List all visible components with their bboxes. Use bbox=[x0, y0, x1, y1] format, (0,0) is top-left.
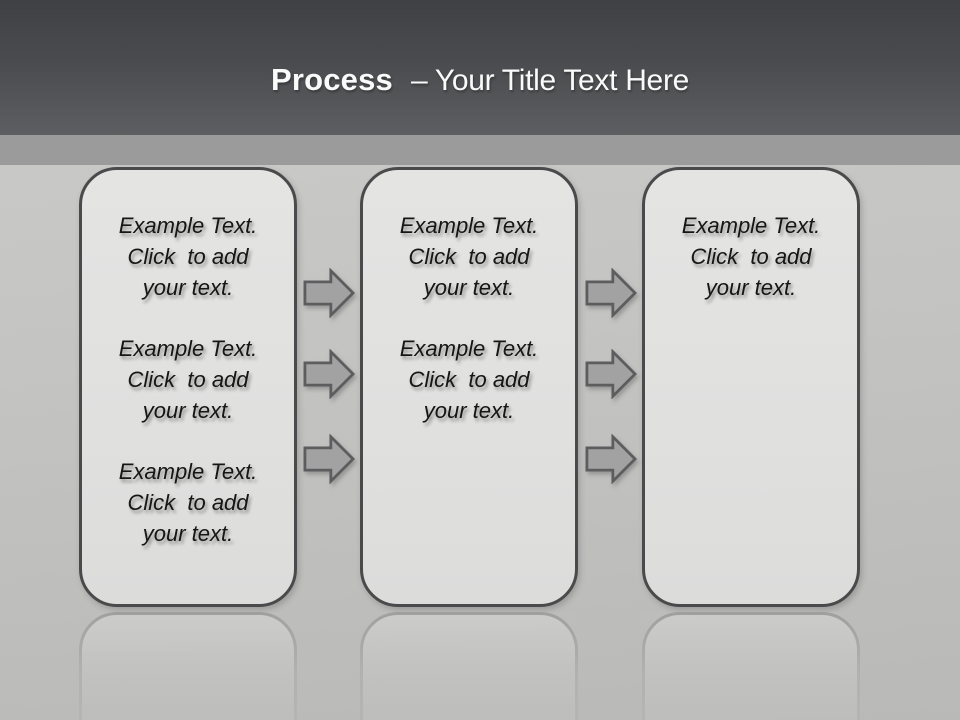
box-reflection bbox=[642, 612, 860, 720]
box-reflection bbox=[79, 612, 297, 720]
flow-arrow-icon[interactable] bbox=[303, 434, 355, 484]
slide-title-keyword: Process bbox=[270, 61, 393, 97]
flow-arrow-icon[interactable] bbox=[303, 268, 355, 318]
process-box-2[interactable]: Example Text. Click to add your text. Ex… bbox=[360, 167, 578, 607]
flow-arrow-icon[interactable] bbox=[585, 434, 637, 484]
process-box-3[interactable]: Example Text. Click to add your text. bbox=[642, 167, 860, 607]
text-placeholder[interactable]: Example Text. Click to add your text. bbox=[118, 213, 258, 300]
flow-arrow-icon[interactable] bbox=[585, 349, 637, 399]
process-box-1[interactable]: Example Text. Click to add your text. Ex… bbox=[79, 167, 297, 607]
flow-arrow-icon[interactable] bbox=[585, 268, 637, 318]
text-placeholder[interactable]: Example Text. Click to add your text. bbox=[681, 213, 821, 300]
text-placeholder[interactable]: Example Text. Click to add your text. bbox=[118, 459, 258, 546]
slide-title[interactable]: Process – Your Title Text Here bbox=[271, 62, 689, 98]
flow-arrow-icon[interactable] bbox=[303, 349, 355, 399]
text-placeholder[interactable]: Example Text. Click to add your text. bbox=[118, 336, 258, 423]
text-placeholder[interactable]: Example Text. Click to add your text. bbox=[399, 213, 539, 300]
slide-title-subtitle: – Your Title Text Here bbox=[411, 63, 690, 97]
box-reflection bbox=[360, 612, 578, 720]
header-divider-strip bbox=[0, 135, 960, 165]
text-placeholder[interactable]: Example Text. Click to add your text. bbox=[399, 336, 539, 423]
slide-header: Process – Your Title Text Here bbox=[0, 0, 960, 135]
